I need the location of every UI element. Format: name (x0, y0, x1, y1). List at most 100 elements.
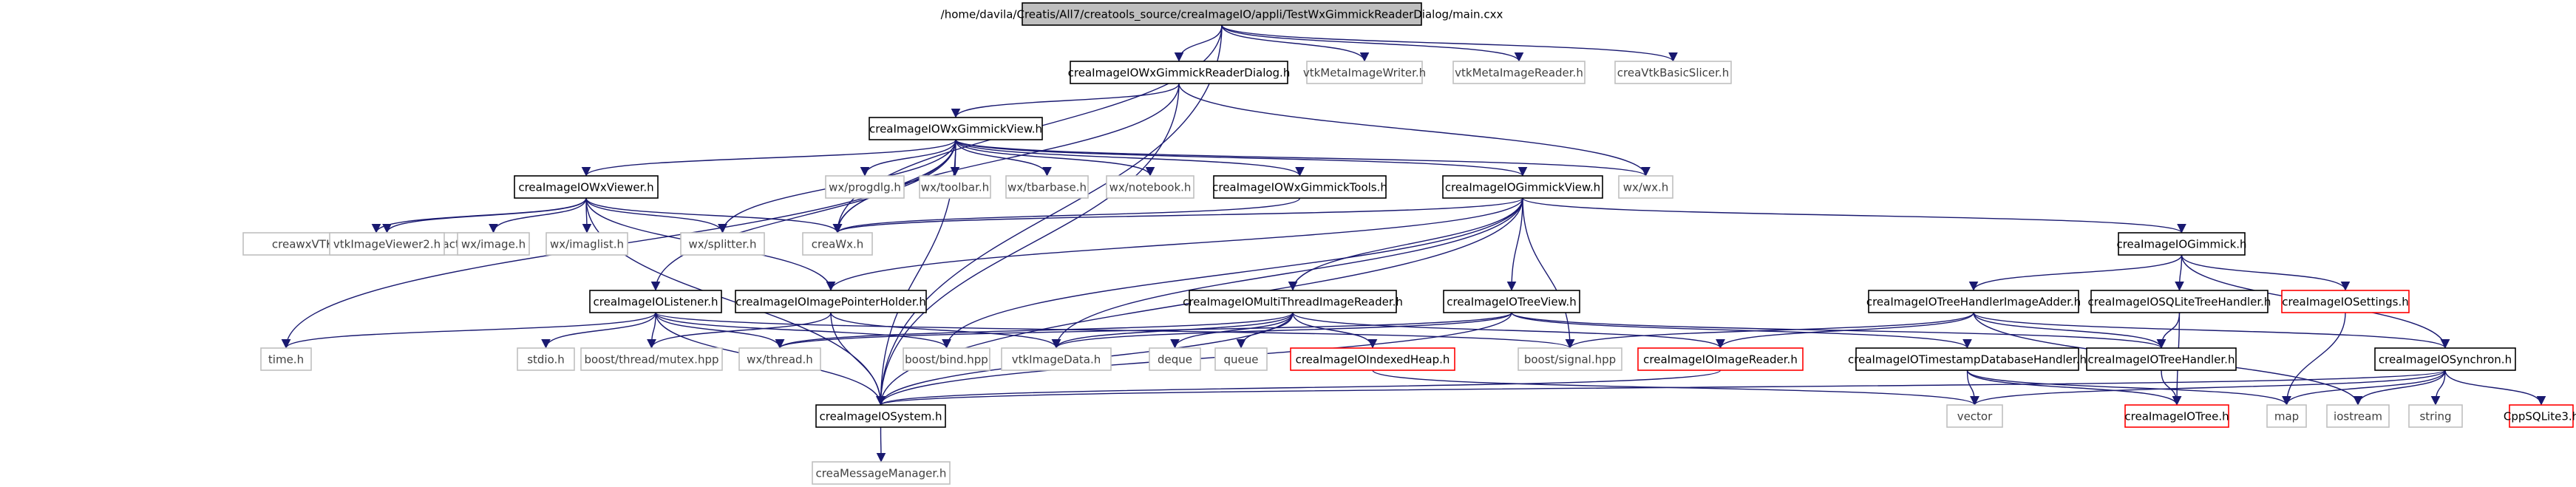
node-label: creaImageIOGimmick.h (2116, 238, 2246, 251)
node-creavtkbasicslicer-h: creaVtkBasicSlicer.h (1614, 61, 1732, 84)
node-label: creaImageIOIndexedHeap.h (1296, 353, 1450, 367)
node-creaimageiogimmickview-h[interactable]: creaImageIOGimmickView.h (1442, 175, 1603, 199)
edge-tv-to-thread (775, 312, 1512, 349)
node-label: wx/wx.h (1623, 181, 1669, 194)
node-creaimageioimagepointerholder-h[interactable]: creaImageIOImagePointerHolder.h (735, 290, 927, 313)
node-label: creaImageIOListener.h (594, 296, 718, 309)
edge-wxv-to-vtkiv2 (382, 197, 587, 234)
edge-tv-to-tsdb (1511, 312, 1972, 349)
edge-mtr-to-vtkid (1051, 312, 1294, 349)
node-thread-h: wx/thread.h (738, 347, 821, 371)
node-creaimageiosettings-h[interactable]: creaImageIOSettings.h (2281, 290, 2410, 313)
node-label: vtkImageViewer2.h (333, 238, 441, 251)
edge-wgv-to-lis (650, 139, 956, 291)
node-creaimageiogimmick-h[interactable]: creaImageIOGimmick.h (2116, 232, 2247, 256)
node-label: queue (1224, 353, 1259, 367)
edge-wxv-to-wximg (489, 197, 587, 234)
node-signal-hpp: boost/signal.hpp (1518, 347, 1622, 371)
node-label: wx/notebook.h (1109, 181, 1192, 194)
node-creaimageiowxgimmickreaderdialog-h[interactable]: creaImageIOWxGimmickReaderDialog.h (1068, 61, 1291, 84)
edge-sqlth-to-th (2156, 312, 2181, 349)
node-vtkimageviewer2-h: vtkImageViewer2.h (329, 232, 445, 256)
node-label: creaImageIOSettings.h (2282, 296, 2409, 309)
node-creaimageiotree-h[interactable]: creaImageIOTree.h (2124, 404, 2229, 428)
edge-mtr-to-thread (775, 312, 1294, 349)
node-creaimageiotimestampdatabasehandler-h[interactable]: creaImageIOTimestampDatabaseHandler.h (1848, 347, 2087, 371)
node-label: creaWx.h (812, 238, 864, 251)
node-label: creaImageIOTreeHandler.h (2088, 353, 2235, 367)
node-vector: vector (1946, 404, 2003, 428)
node-creamessagemanager-h: creaMessageManager.h (812, 461, 951, 485)
edge-mtr-to-deque (1170, 312, 1294, 349)
edge-sett-to-map (2282, 312, 2346, 406)
node-label: vtkMetaImageReader.h (1455, 67, 1583, 80)
node-creaimageiowxviewer-h[interactable]: creaImageIOWxViewer.h (514, 175, 659, 199)
edge-thia-to-signal (1565, 312, 1974, 349)
edge-wgv-to-wxv (581, 139, 956, 177)
edge-tv-to-vtkid (1051, 312, 1512, 349)
node-label: wx/toolbar.h (921, 181, 989, 194)
node-label: vtkImageData.h (1012, 353, 1101, 367)
edge-iph-to-sys (830, 312, 886, 406)
node-vtkmetaimagewriter-h: vtkMetaImageWriter.h (1303, 61, 1426, 84)
node-label: creaImageIOTree.h (2124, 410, 2229, 423)
edge-thia-to-ir (1716, 312, 1974, 349)
node-label: creaVtkBasicSlicer.h (1617, 67, 1729, 80)
edge-syn-to-string (2430, 369, 2446, 406)
edge-wxv-to-wxspl (585, 197, 727, 234)
node-creaimageiotreehandlerimageadder-h[interactable]: creaImageIOTreeHandlerImageAdder.h (1866, 290, 2081, 313)
node-creaimageioindexedheap-h[interactable]: creaImageIOIndexedHeap.h (1290, 347, 1455, 371)
node-creaimageiomultithreadimagereader-h[interactable]: creaImageIOMultiThreadImageReader.h (1183, 290, 1403, 313)
node-bind-hpp: boost/bind.hpp (903, 347, 990, 371)
node-mutex-hpp: boost/thread/mutex.hpp (580, 347, 723, 371)
node-creaimageiosystem-h[interactable]: creaImageIOSystem.h (815, 404, 946, 428)
node-creaimageiolistener-h[interactable]: creaImageIOListener.h (589, 290, 722, 313)
node-stdio-h: stdio.h (517, 347, 575, 371)
node-queue: queue (1214, 347, 1268, 371)
node-main-cxx[interactable]: /home/davila/Creatis/All7/creatools_sour… (941, 2, 1503, 26)
edge-lis-to-thread (655, 312, 785, 349)
edge-iph-to-vtkid (830, 312, 1061, 349)
node-cppsqlite3-h[interactable]: CppSQLite3.h (2504, 404, 2576, 428)
edge-gim-to-sqlth (2175, 254, 2184, 291)
node-creaimageiosynchron-h[interactable]: creaImageIOSynchron.h (2374, 347, 2516, 371)
edge-wgt-to-creawx (832, 197, 1301, 234)
edge-gv-to-creawx (833, 197, 1523, 234)
node-tbarbase-h: wx/tbarbase.h (1005, 175, 1089, 199)
node-label: iostream (2334, 410, 2382, 423)
edge-syn-to-cpps (2444, 369, 2546, 406)
edge-lis-to-stdio (541, 312, 656, 349)
node-notebook-h: wx/notebook.h (1106, 175, 1194, 199)
node-label: creaImageIOTimestampDatabaseHandler.h (1848, 353, 2087, 367)
edge-mtr-to-idxh (1292, 312, 1378, 349)
node-splitter-h: wx/splitter.h (680, 232, 765, 256)
edge-gv-to-signal (1522, 197, 1575, 349)
node-label: wx/imaglist.h (550, 238, 624, 251)
edge-iph-to-mutex (647, 312, 832, 349)
edge-sys-to-cmm (876, 426, 886, 463)
node-label: vtkMetaImageWriter.h (1303, 67, 1426, 80)
node-label: creaImageIOWxGimmickTools.h (1212, 181, 1387, 194)
edge-gim-to-thia (1968, 254, 2183, 291)
node-label: wx/image.h (461, 238, 526, 251)
edge-gv-to-mtr (1288, 197, 1523, 291)
node-creaimageiotreeview-h[interactable]: creaImageIOTreeView.h (1443, 290, 1580, 313)
node-label: creaImageIOSQLiteTreeHandler.h (2088, 296, 2271, 309)
node-creaimageioimagereader-h[interactable]: creaImageIOImageReader.h (1637, 347, 1804, 371)
node-map: map (2266, 404, 2307, 428)
node-label: creaImageIOWxGimmickReaderDialog.h (1068, 67, 1291, 80)
edge-tv-to-th (1511, 312, 2166, 349)
node-label: creaImageIOSystem.h (820, 410, 942, 423)
node-creaimageiotreehandler-h[interactable]: creaImageIOTreeHandler.h (2086, 347, 2237, 371)
node-label: boost/thread/mutex.hpp (584, 353, 718, 367)
node-creaimageiowxgimmicktools-h[interactable]: creaImageIOWxGimmickTools.h (1212, 175, 1387, 199)
node-string: string (2408, 404, 2463, 428)
edge-main-to-cvbs (1221, 24, 1678, 62)
edge-main-to-sys (876, 24, 1223, 406)
edge-syn-to-vector (1970, 369, 2446, 406)
node-vtkmetaimagereader-h: vtkMetaImageReader.h (1452, 61, 1586, 84)
edge-gv-to-vtkid (1051, 197, 1523, 349)
node-creaimageiowxgimmickview-h[interactable]: creaImageIOWxGimmickView.h (869, 117, 1043, 140)
node-creaimageiosqlitetreehandler-h[interactable]: creaImageIOSQLiteTreeHandler.h (2088, 290, 2271, 313)
